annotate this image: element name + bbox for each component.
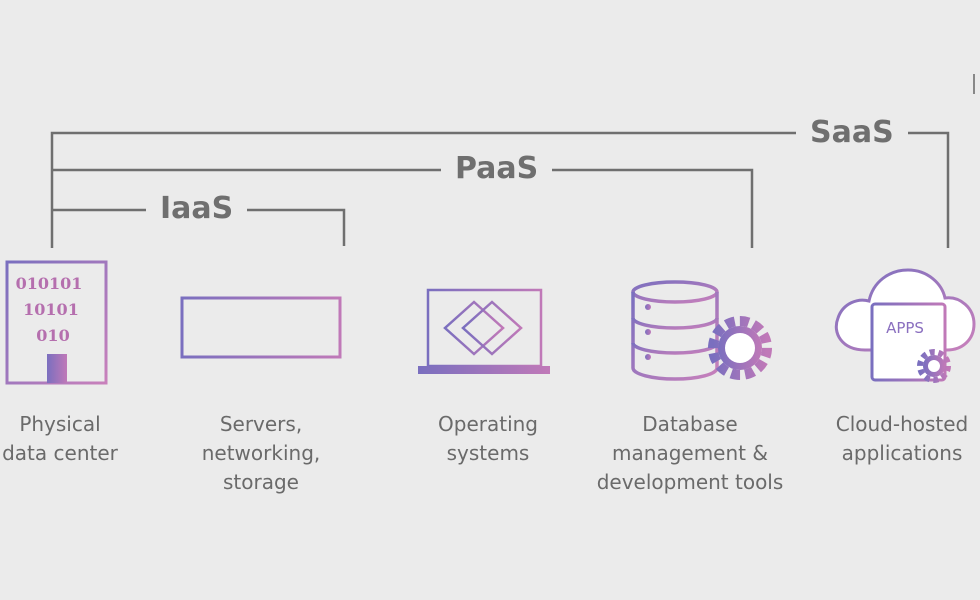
caption-cloud-apps: Cloud-hosted applications bbox=[792, 410, 980, 468]
server-rack-icon bbox=[180, 296, 342, 370]
iaas-label: IaaS bbox=[146, 191, 248, 227]
caption-line: systems bbox=[446, 441, 530, 465]
database-gear-icon bbox=[631, 280, 772, 381]
caption-line: development tools bbox=[596, 470, 784, 494]
laptop-icon bbox=[418, 288, 550, 374]
caption-line: Cloud-hosted bbox=[835, 412, 969, 436]
gear-icon bbox=[708, 316, 772, 380]
caption-line: management & bbox=[612, 441, 768, 465]
caption-line: storage bbox=[223, 470, 299, 494]
edge-marker bbox=[973, 74, 975, 94]
caption-line: Physical bbox=[19, 412, 101, 436]
caption-line: applications bbox=[841, 441, 963, 465]
apps-badge: APPS bbox=[886, 319, 924, 337]
caption-line: Servers, bbox=[219, 412, 303, 436]
caption-servers: Servers, networking, storage bbox=[151, 410, 371, 497]
caption-physical-data-center: Physical data center bbox=[0, 410, 170, 468]
binary-line-2: 10101 bbox=[23, 300, 79, 319]
caption-line: data center bbox=[2, 441, 118, 465]
building-icon: 010101 10101 010 bbox=[0, 260, 119, 385]
caption-line: networking, bbox=[201, 441, 321, 465]
caption-database-tools: Database management & development tools bbox=[580, 410, 800, 497]
paas-bracket-line bbox=[52, 168, 754, 248]
caption-line: Database bbox=[642, 412, 738, 436]
paas-label: PaaS bbox=[441, 151, 553, 187]
saas-label: SaaS bbox=[796, 115, 908, 151]
binary-line-1: 010101 bbox=[16, 274, 83, 293]
caption-line: Operating bbox=[438, 412, 538, 436]
caption-operating-systems: Operating systems bbox=[378, 410, 598, 468]
small-gear-icon bbox=[917, 349, 951, 383]
cloud-apps-icon: APPS bbox=[834, 268, 976, 383]
saas-bracket-line bbox=[50, 131, 950, 248]
binary-line-3: 010 bbox=[36, 326, 69, 345]
